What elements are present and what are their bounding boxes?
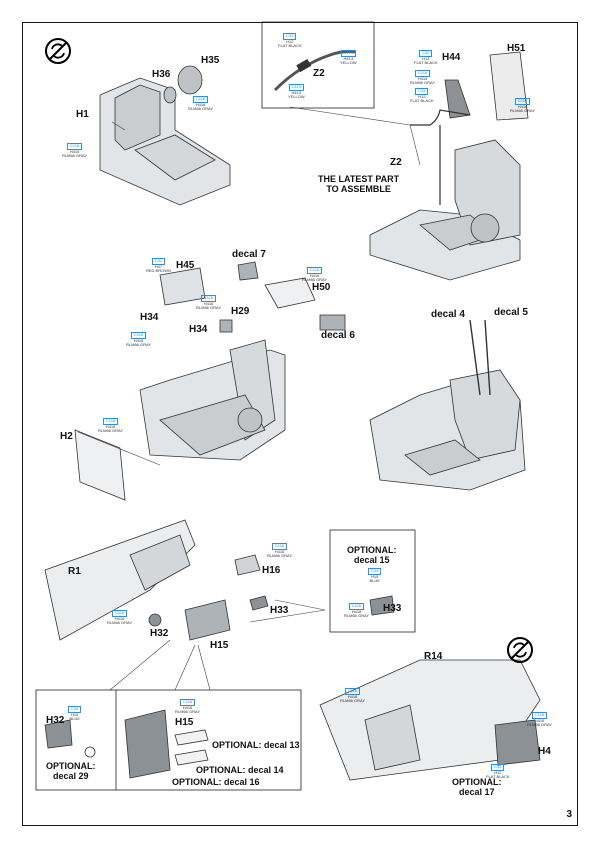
part-label-h32: H32 [150, 628, 169, 639]
part-label-h35: H35 [201, 55, 220, 66]
part-label-h2: H2 [60, 431, 73, 442]
optional-decal13-note: OPTIONAL: decal 13 [212, 740, 300, 750]
part-label-r14: R14 [424, 651, 443, 662]
part-h33 [249, 595, 269, 611]
instrument-panel-h4 [494, 719, 541, 766]
part-label-h34b: H34 [189, 324, 208, 335]
part-label-h50: H50 [312, 282, 331, 293]
rudder-pedal-area [134, 134, 216, 181]
headrest-h45 [159, 267, 206, 306]
side-panel-h2 [74, 429, 126, 501]
part-h36 [163, 86, 177, 104]
optional-decal16-note: OPTIONAL: decal 16 [172, 777, 260, 787]
repeat-both-sides-icon [507, 637, 533, 663]
trim-wheel-h35 [177, 65, 203, 95]
armor-plate-h51 [489, 51, 529, 121]
seat-back [114, 84, 161, 151]
part-label-h1: H1 [76, 109, 89, 120]
part-label-decal7: decal 7 [232, 249, 266, 260]
part-label-h33: H33 [270, 605, 289, 616]
part-h16 [234, 554, 261, 576]
repeat-both-sides-icon [45, 38, 71, 64]
part-label-z2: Z2 [313, 68, 325, 79]
part-h32 [148, 613, 162, 627]
optional-decal29-note: OPTIONAL:decal 29 [46, 761, 96, 781]
part-label-h51: H51 [507, 43, 526, 54]
part-label-r1: R1 [68, 566, 81, 577]
part-label-h36: H36 [152, 69, 171, 80]
part-label-h33b: H33 [383, 603, 402, 614]
part-label-decal6: decal 6 [321, 330, 355, 341]
part-label-h34a: H34 [140, 312, 159, 323]
part-label-h32b: H32 [46, 715, 65, 726]
part-label-decal4: decal 4 [431, 309, 465, 320]
part-label-h4: H4 [538, 746, 551, 757]
page-frame [22, 22, 578, 826]
part-label-h29: H29 [231, 306, 250, 317]
part-label-h15: H15 [210, 640, 229, 651]
part-label-decal5: decal 5 [494, 307, 528, 318]
part-label-h45: H45 [176, 260, 195, 271]
optional-decal17-note: OPTIONAL:decal 17 [452, 777, 502, 797]
lever-h44 [444, 79, 471, 119]
part-label-h44: H44 [442, 52, 461, 63]
optional-decal14-note: OPTIONAL: decal 14 [196, 765, 284, 775]
part-label-h16: H16 [262, 565, 281, 576]
optional-decal15-note: OPTIONAL:decal 15 [347, 545, 397, 565]
gunsight-h50 [264, 277, 316, 309]
panel-h15 [184, 599, 231, 641]
page-number: 3 [566, 809, 572, 820]
part-label-h15b: H15 [175, 717, 194, 728]
part-label-z2b: Z2 [390, 157, 402, 168]
